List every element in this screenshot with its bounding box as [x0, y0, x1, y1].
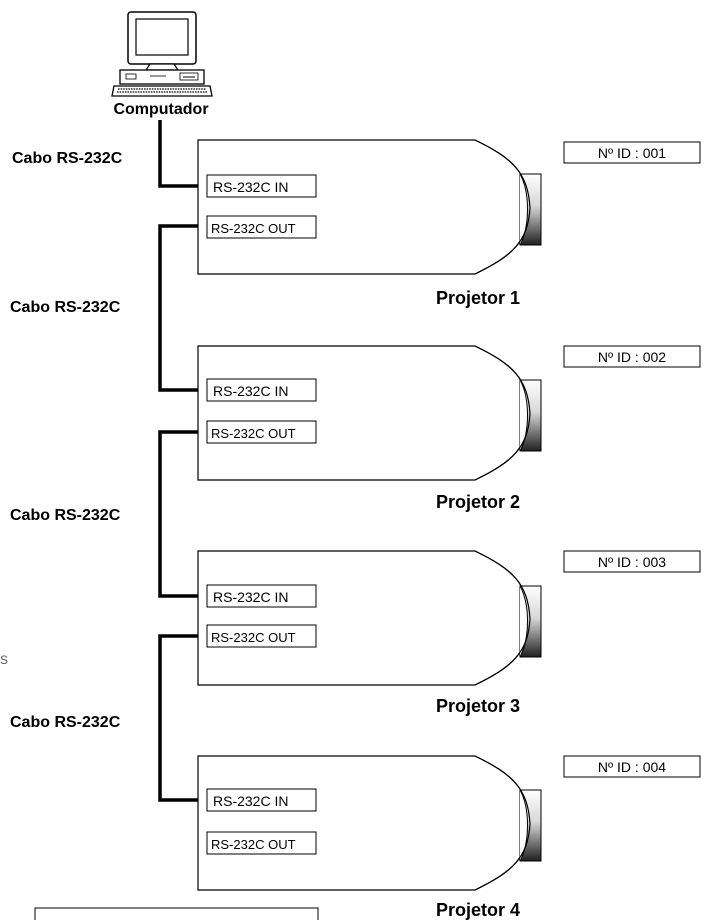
cable-label-1: Cabo RS-232C — [12, 150, 123, 167]
projector-2-lens — [474, 345, 531, 481]
projector-4-out-port: RS-232C OUT — [211, 837, 296, 852]
cable-label-3: Cabo RS-232C — [10, 507, 121, 524]
projector-3-name: Projetor 3 — [436, 696, 520, 716]
projector-2-in-port: RS-232C IN — [213, 383, 288, 399]
rs232c-cables — [158, 120, 207, 802]
bottom-box-outline — [34, 907, 319, 920]
projector-4: RS-232C IN RS-232C OUT — [197, 755, 542, 891]
projector-2: RS-232C IN RS-232C OUT — [197, 345, 542, 481]
stray-text: S — [0, 653, 8, 667]
cable-4 — [158, 634, 207, 802]
projector-2-id-label: Nº ID : 002 — [598, 349, 666, 365]
projector-4-lens — [474, 755, 531, 891]
projector-4-name: Projetor 4 — [436, 900, 520, 920]
projector-2-out-port: RS-232C OUT — [211, 426, 296, 441]
cable-1 — [158, 120, 207, 188]
projector-4-id-label: Nº ID : 004 — [598, 759, 666, 775]
computer-label: Computador — [113, 101, 208, 118]
projector-1-id-label: Nº ID : 001 — [598, 145, 666, 161]
cable-label-4: Cabo RS-232C — [10, 714, 121, 731]
computer-icon — [111, 11, 213, 97]
projector-3: RS-232C IN RS-232C OUT — [197, 550, 542, 686]
projector-3-id-label: Nº ID : 003 — [598, 554, 666, 570]
cable-2 — [158, 224, 207, 392]
projector-1-in-port: RS-232C IN — [213, 179, 288, 195]
projector-3-in-port: RS-232C IN — [213, 589, 288, 605]
cable-label-2: Cabo RS-232C — [10, 299, 121, 316]
projector-3-lens — [474, 550, 531, 686]
projector-3-out-port: RS-232C OUT — [211, 630, 296, 645]
projector-1-name: Projetor 1 — [436, 288, 520, 308]
projector-1: RS-232C IN RS-232C OUT — [197, 139, 542, 275]
projector-1-lens — [474, 139, 531, 275]
projector-1-out-port: RS-232C OUT — [211, 221, 296, 236]
projector-2-name: Projetor 2 — [436, 492, 520, 512]
projector-4-in-port: RS-232C IN — [213, 793, 288, 809]
cable-3 — [158, 430, 207, 598]
